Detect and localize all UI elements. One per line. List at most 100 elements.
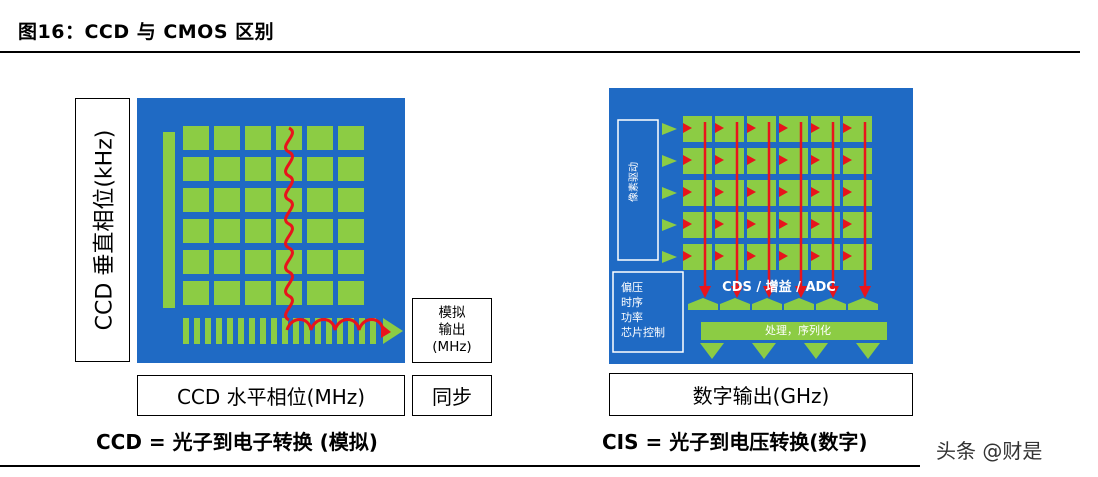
adc-unit	[688, 298, 718, 310]
ccd-pixel	[214, 126, 240, 150]
ccd-pixel	[307, 250, 333, 274]
column-readout-arrowhead	[859, 286, 871, 298]
pixel-amp-marker	[811, 219, 820, 229]
pixel-amp-marker	[715, 219, 724, 229]
control-label-power: 功率	[621, 310, 643, 324]
pixel-amp-marker	[747, 187, 756, 197]
top-rule	[0, 51, 1080, 53]
pixel-amp-marker	[715, 251, 724, 261]
digital-output-arrow	[700, 343, 724, 359]
horizontal-register-cell	[293, 318, 299, 344]
row-select-arrow	[662, 187, 677, 199]
ccd-vertical-transfer-path	[284, 126, 294, 322]
serializer-label: 处理，序列化	[765, 323, 831, 337]
cis-diagram-svg: 像素驱动 偏压 时序 功率 芯片控制 CDS / 增益 / ADC 处理，序列化	[612, 116, 887, 359]
ccd-caption: CCD = 光子到电子转换 (模拟)	[96, 430, 378, 454]
horizontal-register-cell	[282, 318, 288, 344]
ccd-pixel	[338, 219, 364, 243]
pixel-amp-marker	[811, 251, 820, 261]
horizontal-register-cell	[326, 318, 332, 344]
horizontal-register-cell	[183, 318, 189, 344]
pixel-amp-marker	[715, 123, 724, 133]
ccd-pixel	[214, 281, 240, 305]
ccd-pixel	[214, 250, 240, 274]
control-box	[612, 271, 684, 353]
horizontal-register-cell	[194, 318, 200, 344]
pixel-amp-marker	[843, 219, 852, 229]
control-label-bias: 偏压	[621, 280, 643, 294]
pixel-amp-marker	[683, 155, 692, 165]
horizontal-register-cell	[216, 318, 222, 344]
ccd-sync-box: 同步	[412, 375, 492, 416]
control-label-timing: 时序	[621, 295, 643, 309]
pixel-driver-box	[617, 119, 659, 261]
cis-caption: CIS = 光子到电压转换(数字)	[602, 430, 868, 454]
column-readout-arrowhead	[763, 286, 775, 298]
ccd-pixel	[307, 219, 333, 243]
watermark: 头条 @财是	[936, 439, 1043, 463]
pixel-amp-marker	[683, 251, 692, 261]
ccd-pixel	[338, 157, 364, 181]
ccd-pixel	[183, 219, 209, 243]
pixel-driver-label: 像素驱动	[627, 162, 640, 202]
adc-unit	[752, 298, 782, 310]
ccd-pixel	[245, 219, 271, 243]
row-select-arrow	[662, 219, 677, 231]
figure-title: 图16：CCD 与 CMOS 区别	[18, 21, 275, 43]
ccd-pixel	[307, 281, 333, 305]
horizontal-register-cell	[238, 318, 244, 344]
ccd-pixel	[307, 188, 333, 212]
pixel-amp-marker	[843, 155, 852, 165]
ccd-pixel	[338, 188, 364, 212]
pixel-amp-marker	[683, 219, 692, 229]
horizontal-register-cell	[304, 318, 310, 344]
horizontal-register-cell	[315, 318, 321, 344]
pixel-amp-marker	[779, 155, 788, 165]
cis-digital-output-box: 数字输出(GHz)	[609, 373, 913, 416]
horizontal-register-cell	[271, 318, 277, 344]
ccd-vertical-label: CCD 垂直相位(kHz)	[92, 129, 118, 331]
digital-output-arrow	[752, 343, 776, 359]
ccd-analog-output-line3: (MHz)	[432, 339, 472, 355]
ccd-analog-output-line2: 输出	[438, 322, 466, 338]
digital-output-arrow	[804, 343, 828, 359]
column-readout-arrowhead	[731, 286, 743, 298]
horizontal-register-cell	[205, 318, 211, 344]
horizontal-register-cell	[370, 318, 376, 344]
ccd-horizontal-label-box: CCD 水平相位(MHz)	[137, 375, 405, 416]
ccd-horizontal-transfer-path	[285, 318, 385, 331]
adc-unit	[720, 298, 750, 310]
ccd-pixel	[338, 250, 364, 274]
ccd-pixel	[183, 126, 209, 150]
ccd-vertical-label-box: CCD 垂直相位(kHz)	[75, 98, 130, 362]
ccd-pixel	[245, 250, 271, 274]
pixel-amp-marker	[779, 123, 788, 133]
pixel-amp-marker	[779, 251, 788, 261]
column-readout-arrowhead	[827, 286, 839, 298]
adc-unit	[816, 298, 846, 310]
pixel-amp-marker	[747, 155, 756, 165]
ccd-diagram	[137, 98, 405, 363]
pixel-amp-marker	[779, 187, 788, 197]
pixel-amp-marker	[779, 219, 788, 229]
adc-unit	[848, 298, 878, 310]
column-readout-arrowhead	[699, 286, 711, 298]
vertical-shift-bar	[163, 132, 175, 308]
ccd-pixel	[338, 126, 364, 150]
pixel-amp-marker	[715, 187, 724, 197]
row-select-arrow	[662, 251, 677, 263]
ccd-diagram-svg	[163, 126, 403, 344]
ccd-pixel	[245, 157, 271, 181]
ccd-pixel	[245, 188, 271, 212]
bottom-rule	[0, 465, 920, 467]
pixel-amp-marker	[843, 123, 852, 133]
horizontal-register-cell	[348, 318, 354, 344]
ccd-pixel	[183, 188, 209, 212]
row-select-arrow	[662, 155, 677, 167]
adc-label: CDS / 增益 / ADC	[722, 279, 836, 295]
pixel-amp-marker	[747, 251, 756, 261]
pixel-amp-marker	[843, 187, 852, 197]
ccd-analog-output-line1: 模拟	[438, 305, 466, 321]
cis-diagram: 像素驱动 偏压 时序 功率 芯片控制 CDS / 增益 / ADC 处理，序列化	[609, 88, 913, 364]
row-select-arrow	[662, 123, 677, 135]
